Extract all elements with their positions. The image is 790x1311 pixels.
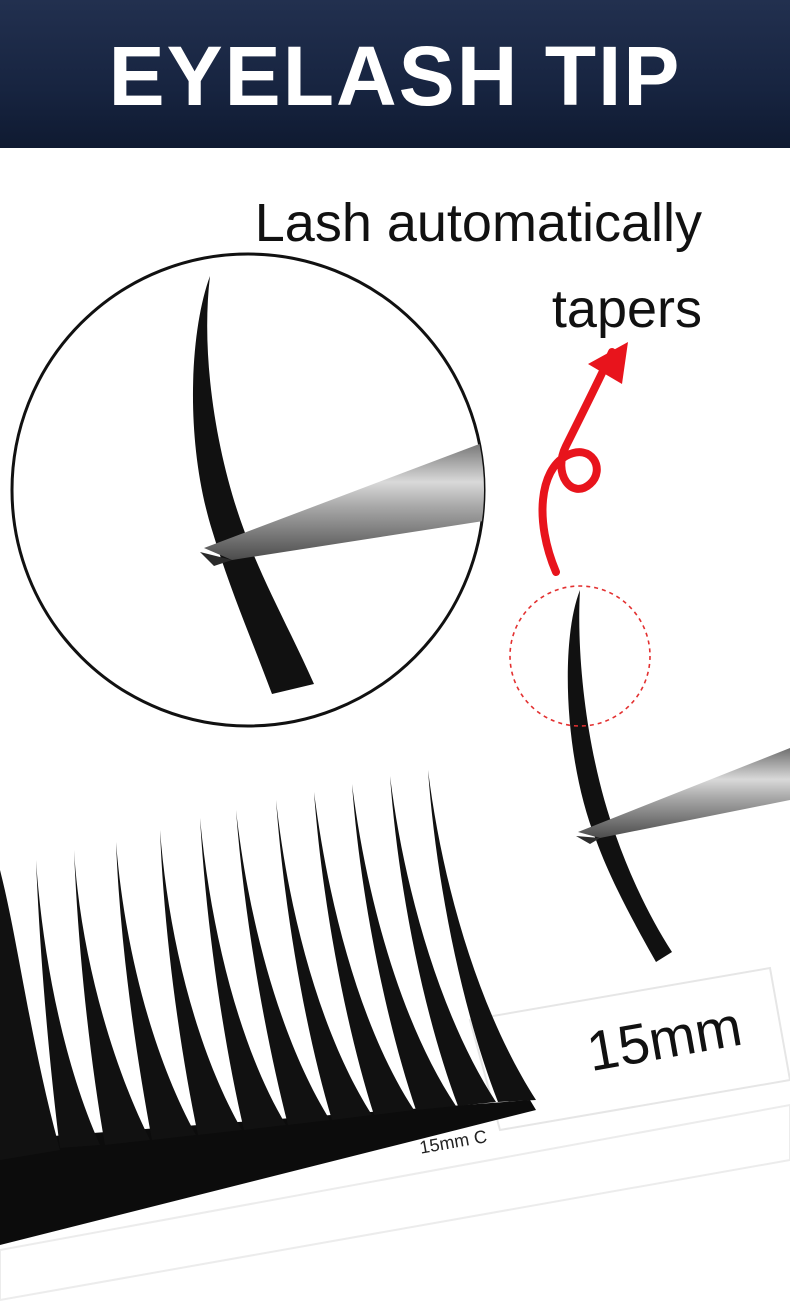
tweezers-zoomed <box>204 440 484 560</box>
caption-line-1: Lash automatically <box>254 193 702 253</box>
lash-fan-row <box>0 770 536 1245</box>
red-arrow-icon <box>538 342 628 576</box>
page-title: EYELASH TIP <box>108 29 682 123</box>
lash-strip-base <box>0 1103 790 1302</box>
tweezers-right <box>576 748 790 844</box>
header-banner: EYELASH TIP <box>0 0 790 148</box>
caption-line-2: tapers <box>551 279 702 339</box>
single-lash-right <box>567 590 672 962</box>
caption: Lash automatically tapers <box>182 180 702 352</box>
highlight-circle <box>509 585 651 727</box>
magnified-lash <box>192 276 484 694</box>
